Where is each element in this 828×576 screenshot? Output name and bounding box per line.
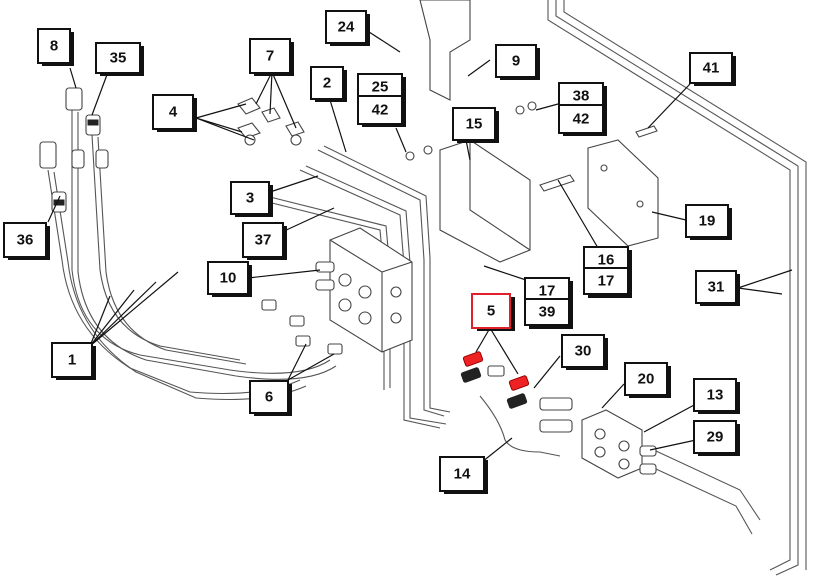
callout-10: 10 xyxy=(207,261,252,297)
elbow-fittings xyxy=(237,97,305,146)
callout-label: 30 xyxy=(575,343,592,360)
callout-41: 41 xyxy=(689,52,736,86)
callout-label: 35 xyxy=(110,50,127,67)
callout-13: 13 xyxy=(693,378,740,414)
callout-42a: 42 xyxy=(357,95,406,127)
callout-17a: 17 xyxy=(583,267,632,298)
callout-label: 17 xyxy=(539,283,556,300)
callout-35: 35 xyxy=(95,42,144,76)
callout-3: 3 xyxy=(230,181,273,217)
end-plate xyxy=(581,409,761,535)
callout-15: 15 xyxy=(452,107,499,143)
callout-label: 2 xyxy=(323,75,331,92)
callout-label: 42 xyxy=(372,102,389,119)
callout-label: 41 xyxy=(703,60,720,77)
left-hose-bundle xyxy=(47,110,337,401)
callout-5: 5 xyxy=(471,293,515,331)
callout-label: 8 xyxy=(50,38,58,55)
callout-42b: 42 xyxy=(558,104,607,136)
callout-label: 13 xyxy=(707,387,724,404)
callout-label: 4 xyxy=(169,104,178,121)
callout-label: 29 xyxy=(707,429,724,446)
callout-label: 15 xyxy=(466,116,483,133)
callout-label: 39 xyxy=(539,304,556,321)
callout-9: 9 xyxy=(495,44,540,80)
callout-label: 14 xyxy=(454,466,471,483)
callout-label: 6 xyxy=(265,389,273,406)
callout-label: 24 xyxy=(338,19,355,36)
callout-36: 36 xyxy=(3,222,50,260)
callout-7: 7 xyxy=(249,38,294,76)
callout-6: 6 xyxy=(249,380,292,416)
line-art xyxy=(39,0,807,576)
callout-8: 8 xyxy=(37,28,74,66)
callout-2: 2 xyxy=(310,66,347,102)
callout-label: 25 xyxy=(372,79,389,96)
callout-label: 20 xyxy=(638,371,655,388)
callout-29: 29 xyxy=(693,420,740,456)
cable xyxy=(479,395,561,457)
callout-39: 39 xyxy=(524,298,573,329)
callout-label: 17 xyxy=(598,273,615,290)
callout-20: 20 xyxy=(624,362,671,398)
callout-19: 19 xyxy=(685,204,732,240)
valve-block xyxy=(315,227,413,353)
callout-30: 30 xyxy=(561,334,608,370)
callout-label: 42 xyxy=(573,111,590,128)
callout-1: 1 xyxy=(51,342,96,380)
callout-label: 38 xyxy=(573,88,590,105)
callout-label: 19 xyxy=(699,213,716,230)
leader-lines xyxy=(47,29,793,463)
long-hose-loop xyxy=(547,0,807,576)
top-left-fittings xyxy=(39,87,109,213)
callout-label: 36 xyxy=(17,232,34,249)
callout-24: 24 xyxy=(325,10,370,46)
couplers xyxy=(460,351,573,433)
callouts: 8 35 36 4 7 24 2 25 42 9 15 38 42 41 3 3… xyxy=(3,10,740,494)
brackets xyxy=(419,0,531,263)
bolts xyxy=(405,101,658,192)
callout-37: 37 xyxy=(242,222,287,260)
callout-label: 31 xyxy=(708,279,725,296)
lower-fittings xyxy=(261,299,343,355)
callout-label: 3 xyxy=(246,190,254,207)
callout-31: 31 xyxy=(695,270,740,306)
callout-label: 7 xyxy=(266,48,274,65)
callout-label: 9 xyxy=(512,53,520,70)
callout-label: 10 xyxy=(220,270,237,287)
callout-label: 37 xyxy=(255,232,272,249)
callout-label: 1 xyxy=(68,352,76,369)
callout-label: 5 xyxy=(487,303,495,320)
callout-label: 16 xyxy=(598,252,615,269)
mounting-plate xyxy=(587,139,659,247)
callout-14: 14 xyxy=(439,456,488,494)
callout-4: 4 xyxy=(152,94,197,132)
